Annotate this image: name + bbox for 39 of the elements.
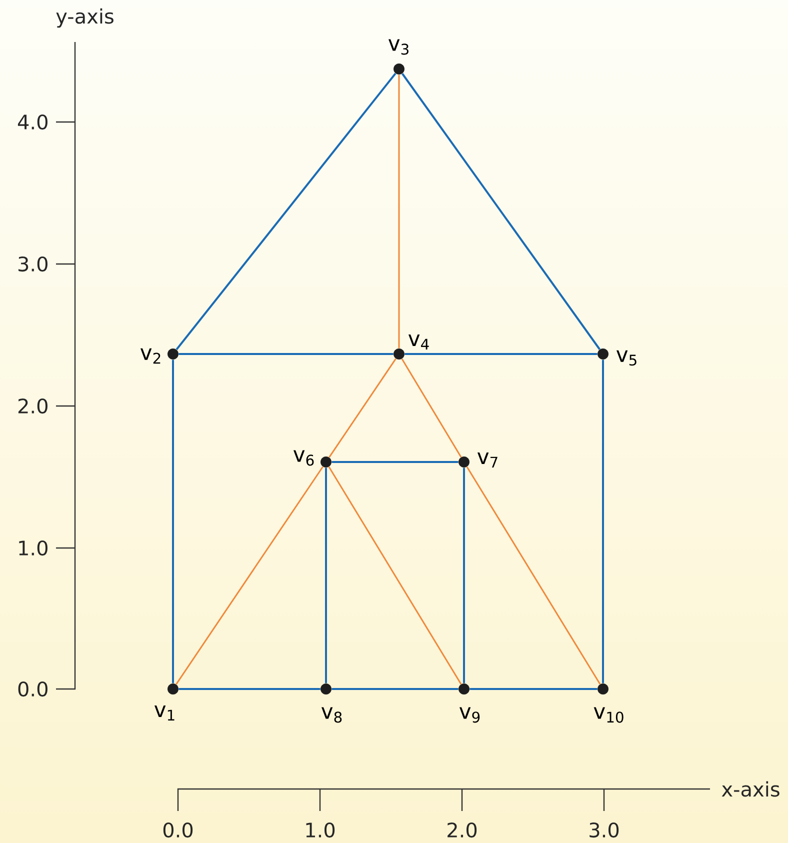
axis-label: y-axis [56,8,114,28]
edge-line [404,353,598,355]
vertex-label: v$_{10}$ [594,707,624,723]
edge-line [401,358,462,458]
vertex-label: v$_{1}$ [154,705,174,721]
tick-label: 2.0 [448,822,477,838]
tick-label: 3.0 [18,256,48,272]
edge-line [332,461,458,463]
edge-line [602,360,604,684]
edge-line [332,688,458,690]
vertex-label: v$_{9}$ [460,707,480,723]
tick-label: 0.0 [163,822,193,838]
vertex-label: v$_{5}$ [616,350,636,366]
vertex-label: v$_{6}$ [294,450,314,466]
edge-line [328,358,396,458]
edge-line [470,688,598,690]
edge-line [463,468,465,684]
tick-label: 1.0 [19,540,48,556]
edge-line [172,360,174,684]
edge-line [178,688,320,690]
edge-line [466,466,601,685]
vertex-label: v$_{8}$ [322,707,342,723]
tick-label: 0.0 [18,681,48,697]
vertex-label: v$_{7}$ [478,452,498,468]
tick-label: 1.0 [306,822,335,838]
tick-label: 2.0 [18,398,48,414]
edge-line [398,74,400,348]
edge-line [178,353,394,355]
edge-line [328,466,462,685]
tick-label: 3.0 [590,822,619,838]
axis-label: x-axis [722,781,780,797]
edge-line [176,72,396,350]
edge-line [402,73,600,350]
vertex-label: v$_{3}$ [388,39,408,55]
vertex-label: v$_{4}$ [408,334,429,350]
vertex-label: v$_{2}$ [140,348,160,364]
edge-line [176,466,324,685]
tick-label: 4.0 [18,114,48,130]
edge-line [325,468,327,684]
